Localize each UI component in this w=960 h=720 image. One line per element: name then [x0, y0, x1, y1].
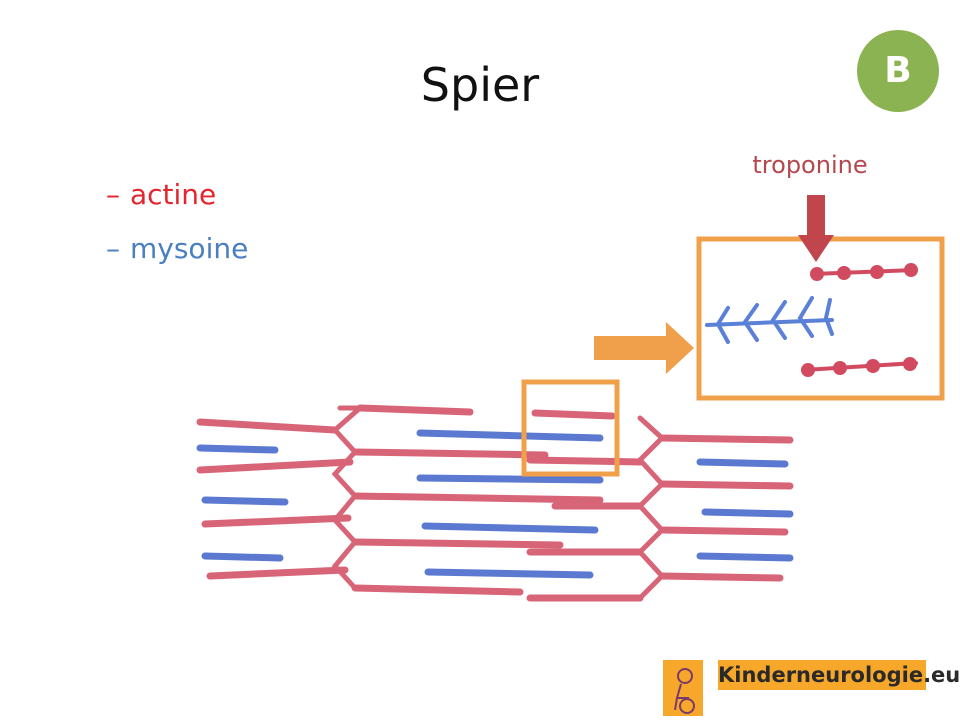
- myosin-left-2: [201, 496, 289, 506]
- slide-badge: B: [857, 30, 939, 112]
- actin-mid-3: [351, 492, 604, 504]
- myosin-filaments: [196, 429, 794, 579]
- actin-right-1: [531, 409, 616, 420]
- actin-left-4: [206, 566, 349, 580]
- actin-filaments: [196, 404, 794, 602]
- actin-left-3: [201, 514, 352, 528]
- legend-label-mysoine: mysoine: [130, 232, 249, 265]
- myosin-3: [421, 522, 599, 534]
- myosin-1: [416, 429, 604, 442]
- slide-title: Spier: [420, 58, 540, 112]
- actin-left-2: [196, 458, 354, 474]
- actin-far-right-3: [658, 526, 789, 536]
- actin-left-1: [196, 418, 339, 434]
- zoom-source-box: [521, 379, 620, 477]
- myosin-left-1: [196, 444, 279, 454]
- logo-icon: [663, 660, 703, 716]
- z-line-left: [331, 405, 367, 591]
- myosin-right-2: [701, 508, 794, 518]
- actin-right-2: [526, 456, 644, 466]
- legend-dash-actine: –: [106, 178, 120, 211]
- actin-mid-5: [351, 584, 524, 596]
- troponine-label: troponine: [752, 151, 868, 179]
- actin-mid-4: [351, 538, 564, 549]
- actin-mid-1: [356, 404, 474, 416]
- actin-far-right-4: [658, 572, 784, 582]
- z-line-right: [636, 415, 666, 601]
- troponine-arrow: [798, 195, 834, 262]
- legend-item-mysoine: –mysoine: [106, 232, 248, 265]
- logo-text[interactable]: Kinderneurologie.eu: [718, 660, 960, 690]
- actin-mid-2: [351, 448, 549, 459]
- zoom-actin-bottom: [801, 357, 918, 377]
- actin-far-right-1: [658, 434, 794, 444]
- legend-label-actine: actine: [130, 178, 217, 211]
- myosin-right-3: [696, 552, 794, 562]
- myosin-2: [416, 474, 604, 484]
- legend-item-actine: –actine: [106, 178, 216, 211]
- myosin-left-3: [201, 552, 284, 562]
- zoom-myosin: [705, 296, 834, 344]
- actin-far-right-2: [658, 480, 794, 490]
- legend-dash-mysoine: –: [106, 232, 120, 265]
- myosin-4: [424, 568, 594, 579]
- myosin-right-1: [696, 458, 789, 468]
- zoom-arrow: [594, 322, 694, 374]
- zoom-actin-top: [810, 263, 918, 281]
